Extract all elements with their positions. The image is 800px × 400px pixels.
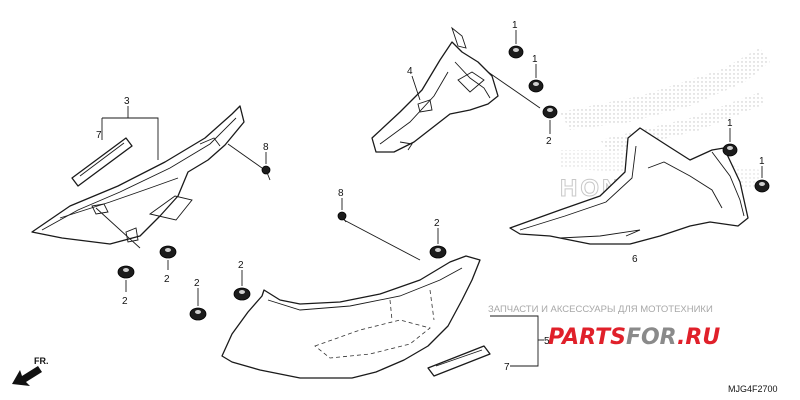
callout-2: 2 (194, 278, 200, 289)
grommet-2d (189, 307, 207, 321)
bolts (261, 165, 347, 223)
grommet-2e (233, 287, 251, 301)
callout-2: 2 (546, 136, 552, 147)
callout-2: 2 (434, 218, 440, 229)
emblem-7-lower (427, 345, 491, 377)
callout-2: 2 (164, 274, 170, 285)
callout-1: 1 (759, 156, 765, 167)
part-4-inner-cover (371, 26, 499, 153)
callout-7: 7 (504, 362, 510, 373)
brand-part-3: .RU (677, 325, 720, 350)
callout-3: 3 (124, 96, 130, 107)
leader-lines (95, 30, 763, 367)
callout-1: 1 (512, 20, 518, 31)
callout-7: 7 (96, 130, 102, 141)
callout-1: 1 (532, 54, 538, 65)
part-3-side-cover (31, 105, 245, 245)
callout-2: 2 (122, 296, 128, 307)
grommet-1d (754, 179, 770, 193)
callout-5: 5 (544, 336, 550, 347)
grommet-1a (508, 45, 524, 59)
callout-numbers: 1 1 1 1 2 2 2 2 2 2 3 4 5 6 7 7 8 8 (96, 20, 765, 373)
grommet-2c (117, 265, 135, 279)
diagram-code: MJG4F2700 (728, 384, 778, 394)
emblem-7-left (71, 137, 133, 187)
front-direction-arrow: FR. (12, 356, 49, 386)
grommet-2f (429, 245, 447, 259)
brand-part-2: FOR (626, 325, 677, 350)
callout-4: 4 (407, 66, 413, 77)
grommet-1b (528, 79, 544, 93)
watermark-brand: PARTSFOR.RU (548, 325, 720, 350)
callout-2: 2 (238, 260, 244, 271)
bolt-8a (261, 165, 271, 181)
grommet-2a (542, 105, 558, 119)
brand-part-1: PARTS (548, 325, 626, 350)
grommet-1c (722, 143, 738, 157)
watermark-text: ЗАПЧАСТИ И АКСЕССУАРЫ ДЛЯ МОТОТЕХНИКИ (488, 304, 713, 315)
part-5-lower-cover (221, 255, 491, 379)
callout-8: 8 (338, 188, 344, 199)
callout-8: 8 (263, 142, 269, 153)
callout-6: 6 (632, 254, 638, 265)
part-6-side-panel (509, 127, 749, 245)
watermark: ЗАПЧАСТИ И АКСЕССУАРЫ ДЛЯ МОТОТЕХНИКИ PA… (488, 304, 720, 350)
grommets (117, 45, 770, 321)
grommet-2b (159, 245, 177, 259)
direction-label: FR. (34, 356, 49, 366)
callout-1: 1 (727, 118, 733, 129)
